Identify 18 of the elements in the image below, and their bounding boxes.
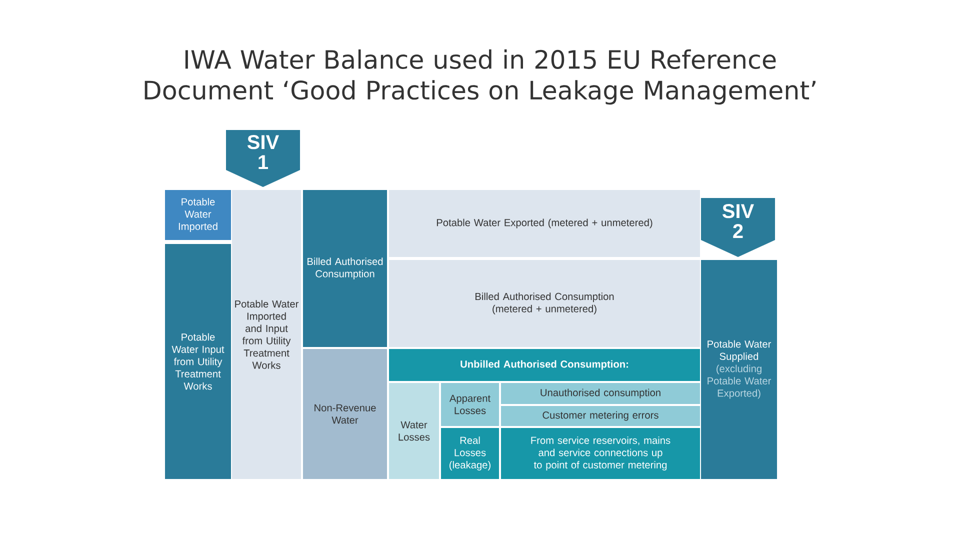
category-box: Billed Authorised Consumption (303, 190, 387, 347)
category-box: Water Losses (389, 383, 439, 479)
category-box: Apparent Losses (441, 383, 499, 426)
category-box: Potable Water Supplied (excluding Potable Water Exported) (701, 260, 777, 479)
category-box: Real Losses (leakage) (441, 428, 499, 479)
category-box: Non-Revenue Water (303, 349, 387, 479)
category-box: Customer metering errors (501, 406, 700, 426)
category-box: Potable Water Imported (165, 190, 231, 240)
title: IWA Water Balance used in 2015 EU Reference Document ‘Good Practices on Leakage Management’ (144, 49, 816, 105)
chevron-badge: SIV 2 (701, 198, 775, 257)
category-box: From service reservoirs, mains and service connections up to point of customer metering (501, 428, 700, 479)
chevron-badge: SIV 1 (226, 130, 300, 187)
category-box: Unbilled Authorised Consumption: (389, 349, 700, 381)
category-box: Potable Water Exported (metered + unmetered) (389, 190, 700, 257)
category-box: Billed Authorised Consumption (metered + unmetered) (389, 260, 700, 347)
category-box: Potable Water Imported and Input from Utility Treatment Works (232, 190, 301, 479)
category-box: Potable Water Input from Utility Treatment Works (165, 244, 231, 479)
category-box: Unauthorised consumption (501, 383, 700, 404)
